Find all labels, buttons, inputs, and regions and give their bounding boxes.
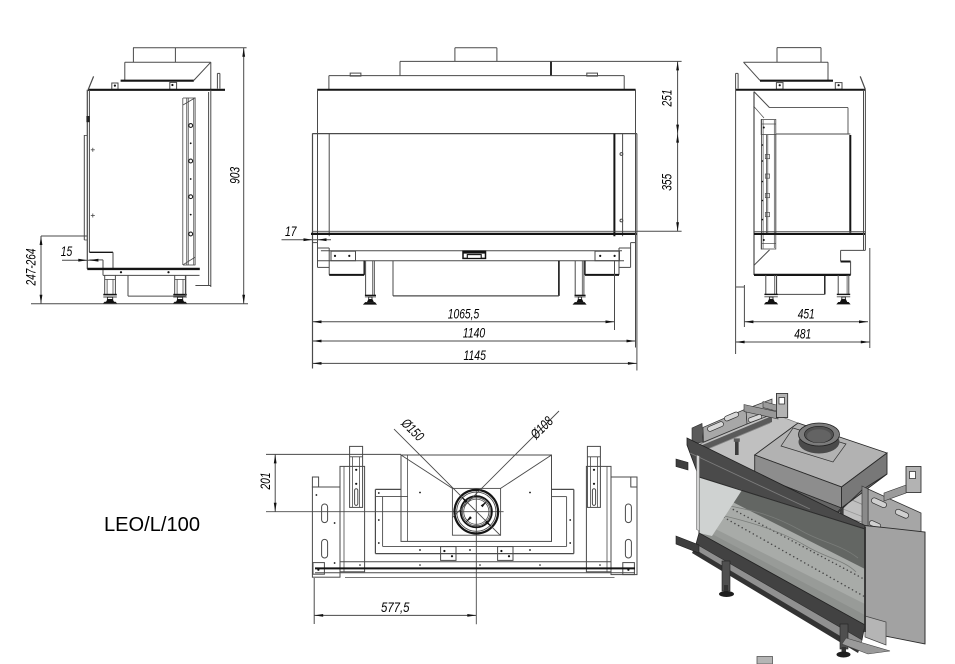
svg-text:17: 17 xyxy=(285,224,297,239)
svg-text:903: 903 xyxy=(228,167,243,184)
svg-text:1065,5: 1065,5 xyxy=(448,306,480,321)
svg-text:481: 481 xyxy=(794,327,811,342)
svg-text:LEO/L/100: LEO/L/100 xyxy=(104,513,200,536)
svg-text:201: 201 xyxy=(258,473,273,491)
svg-text:247-264: 247-264 xyxy=(24,248,39,286)
svg-text:251: 251 xyxy=(660,90,675,108)
svg-text:1145: 1145 xyxy=(464,348,487,363)
svg-text:355: 355 xyxy=(660,174,675,191)
svg-text:577,5: 577,5 xyxy=(381,600,410,615)
svg-text:451: 451 xyxy=(798,306,815,321)
svg-text:1140: 1140 xyxy=(463,326,486,341)
svg-text:15: 15 xyxy=(61,244,73,259)
